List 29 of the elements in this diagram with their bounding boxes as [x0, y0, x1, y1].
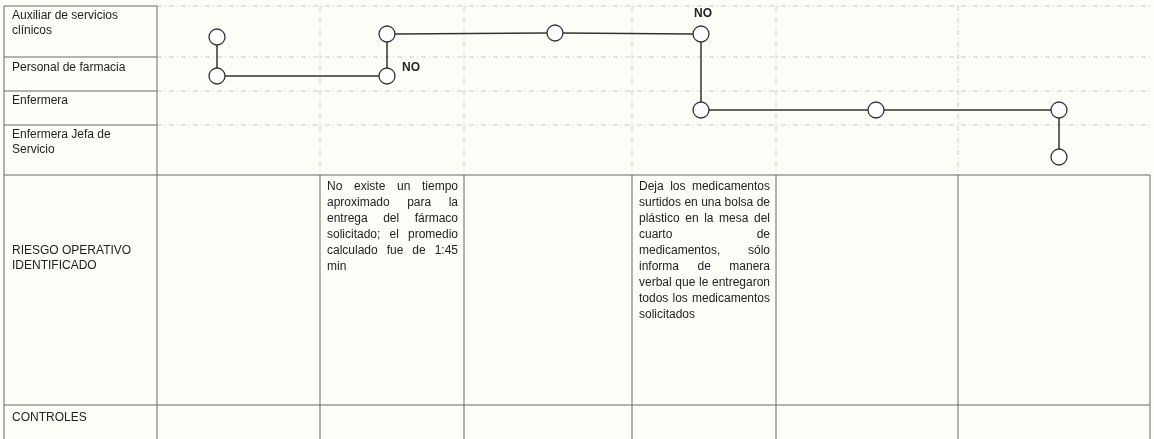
step-circle	[208, 67, 226, 85]
connector-line	[700, 41, 702, 103]
step-circle	[378, 25, 396, 43]
step-circle	[546, 24, 564, 42]
connector-line	[216, 44, 218, 69]
lane-label: Enfermera Jefa de Servicio	[12, 127, 112, 157]
connector-line	[883, 109, 1052, 111]
step-circle	[378, 67, 396, 85]
step-circle	[1050, 148, 1068, 166]
step-circle	[1050, 101, 1068, 119]
risk-description: Deja los medicamentos surtidos en una bolsa de plástico en la mesa del cuarto de medicamentos, sólo informa de manera verbal que le entregaron todos los medicamentos solicitados	[639, 178, 770, 322]
decision-label: NO	[402, 60, 420, 75]
connector-line	[394, 32, 548, 35]
row-header: CONTROLES	[12, 410, 87, 425]
connector-line	[224, 75, 380, 77]
step-circle	[692, 25, 710, 43]
row-header: RIESGO OPERATIVO IDENTIFICADO	[12, 243, 133, 273]
step-circle	[208, 28, 226, 46]
lane-label: Personal de farmacia	[12, 60, 126, 75]
connector-line	[386, 41, 388, 69]
lane-label: Auxiliar de servicios clínicos	[12, 8, 120, 38]
step-circle	[692, 101, 710, 119]
risk-description: No existe un tiempo aproximado para la entrega del fármaco solicitado; el promedio calculado fue de 1:45 min	[327, 178, 458, 274]
connector-line	[708, 109, 869, 111]
connector-line	[562, 32, 694, 35]
lane-label: Enfermera	[12, 93, 69, 108]
decision-label: NO	[694, 6, 712, 21]
step-circle	[867, 101, 885, 119]
connector-line	[1058, 117, 1060, 150]
